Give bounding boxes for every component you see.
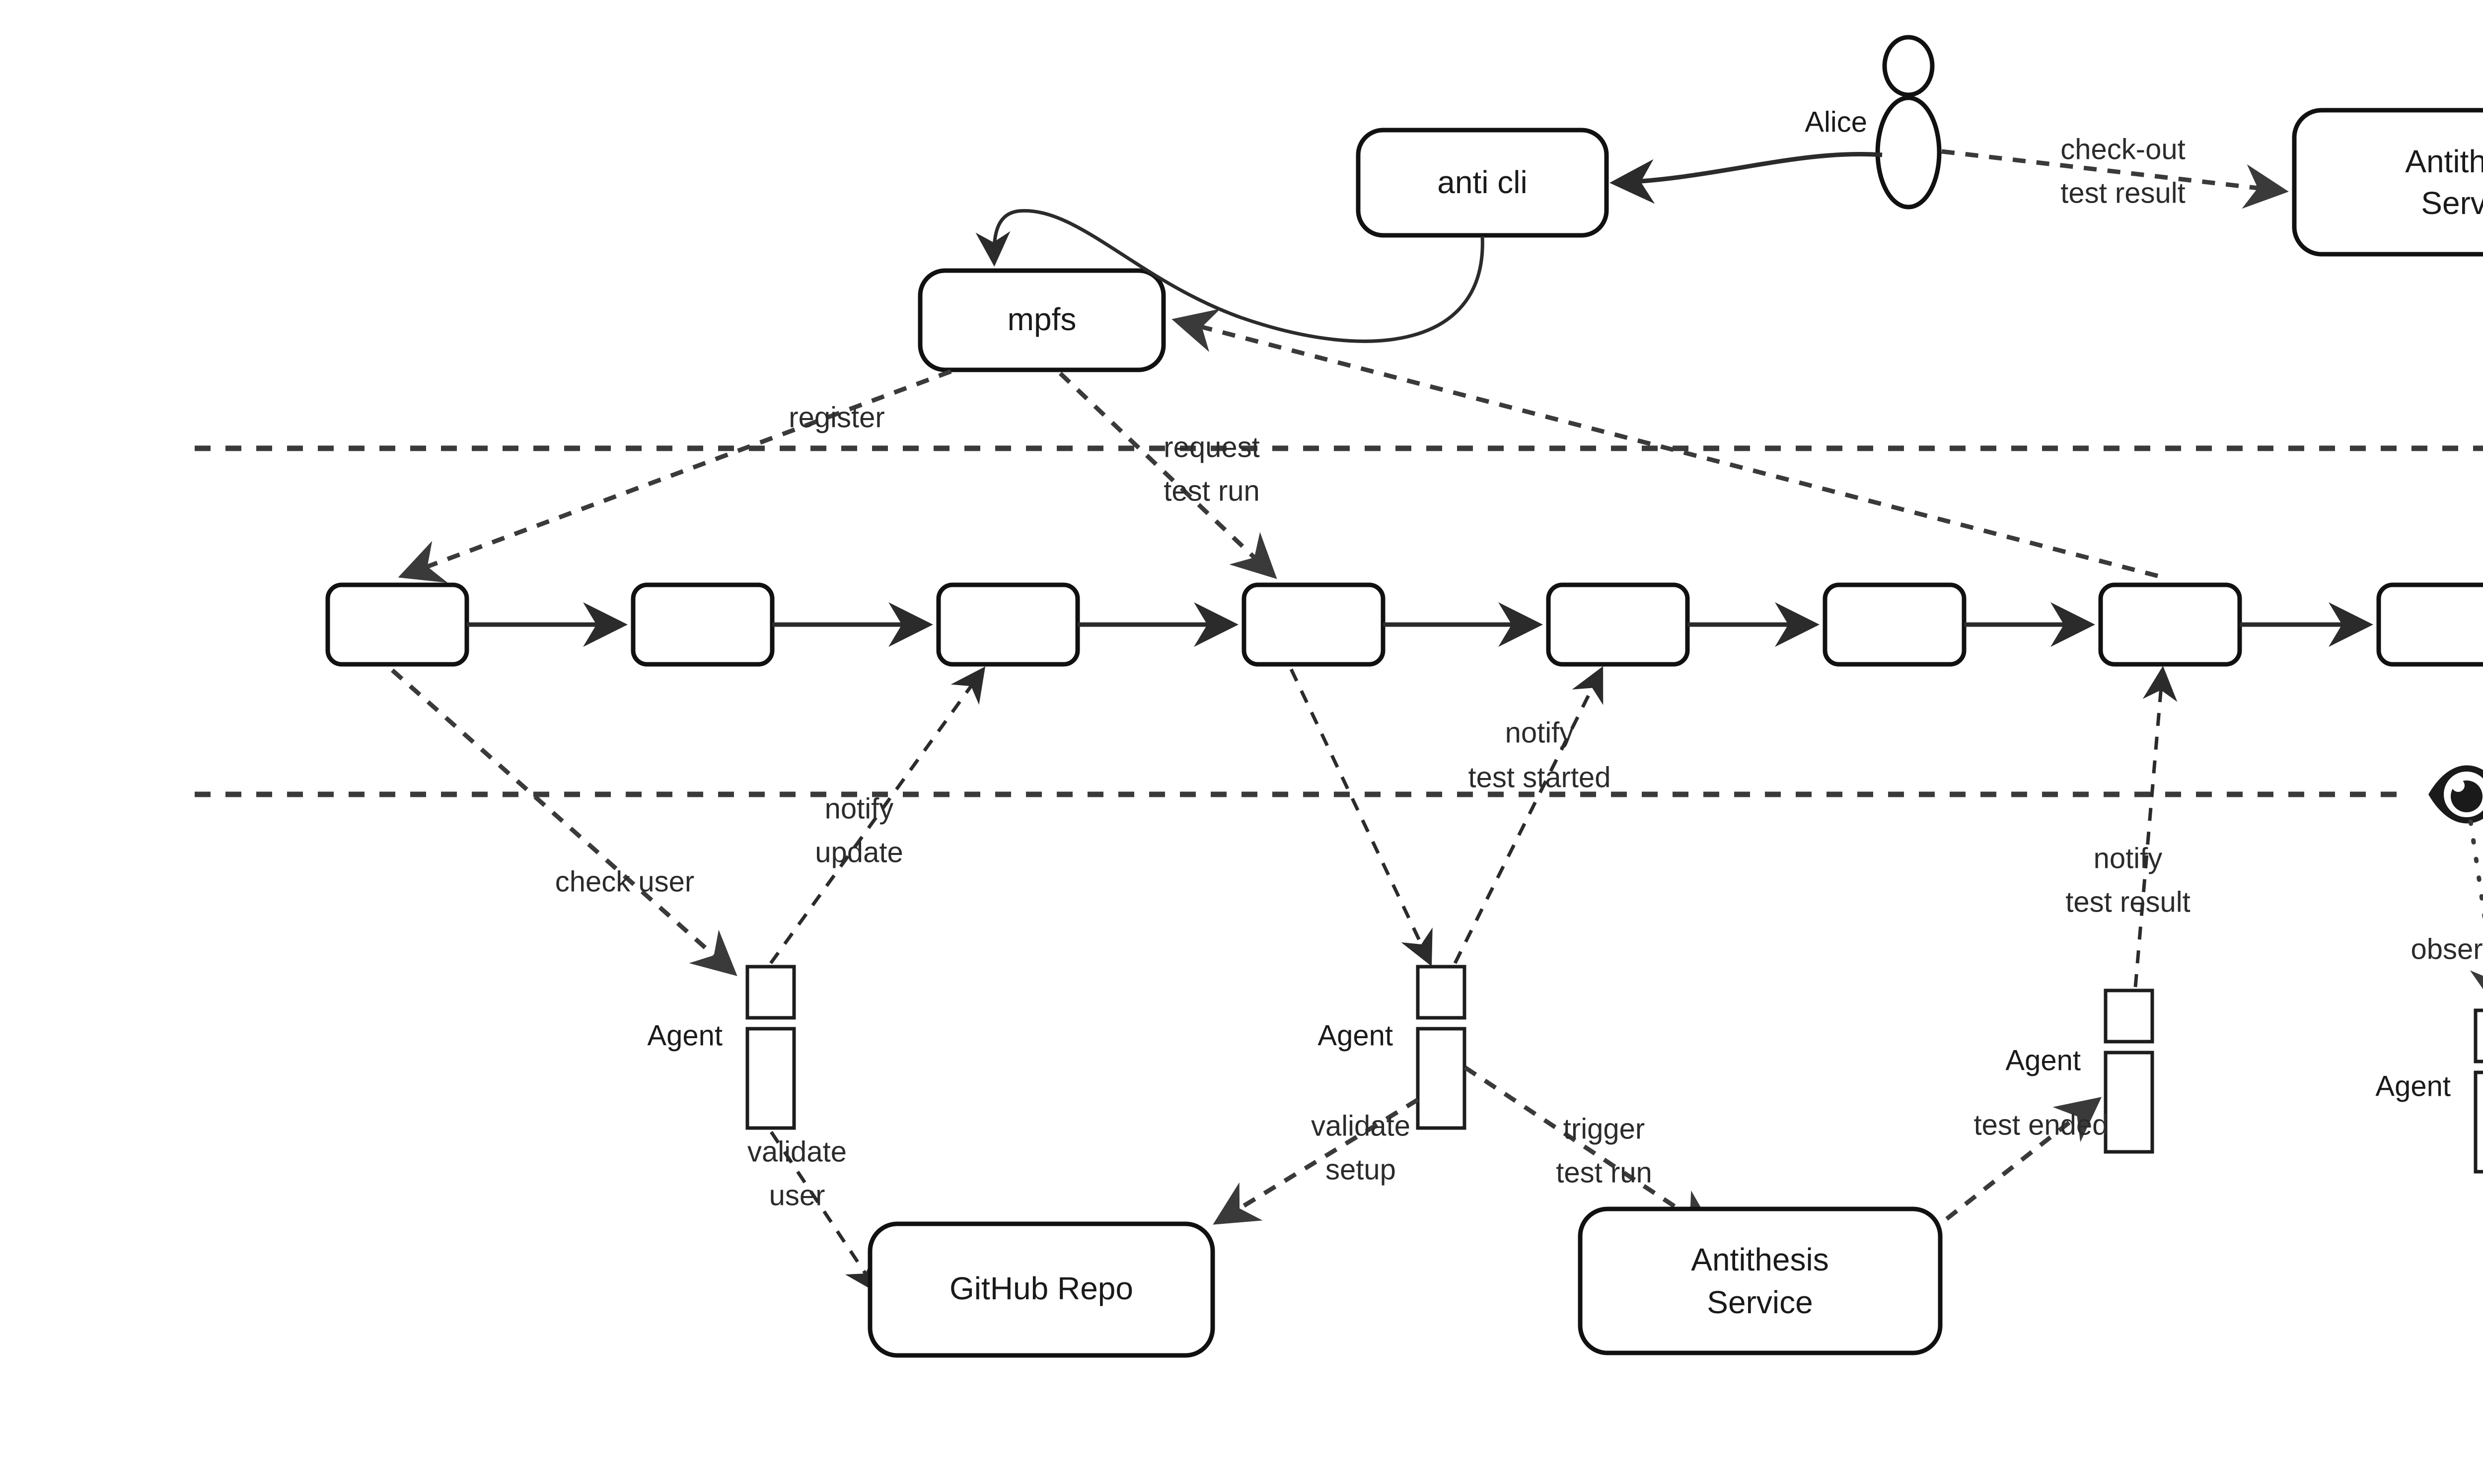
edge-label-check-out: check-out: [2060, 133, 2185, 165]
agent-1-body: [745, 1027, 796, 1130]
block-7-box: [2098, 582, 2242, 667]
block-7[interactable]: [2098, 582, 2242, 667]
edge-block7-to-mpfs: [1171, 308, 2159, 578]
alice-body: [1875, 95, 1942, 210]
agent-3-label: Agent: [2005, 1044, 2081, 1076]
block-3[interactable]: [936, 582, 1080, 667]
edge-agent2-trigger-test-run: [1463, 1065, 1716, 1234]
edge-agent2-validate-setup: [1213, 1098, 1419, 1225]
node-mpfs[interactable]: mpfs: [918, 268, 1166, 372]
github-repo-box: [868, 1221, 1215, 1358]
edge-block1-to-agent1: [391, 668, 737, 976]
agent-4-head: [2474, 1008, 2483, 1063]
edge-label-check-user: check user: [555, 865, 694, 898]
edge-antithesis-test-ended: [1945, 1097, 2102, 1221]
block-2[interactable]: [631, 582, 775, 667]
edge-label-update-1: update: [815, 836, 903, 868]
edge-label-test-result: test result: [2060, 177, 2185, 209]
block-6[interactable]: [1823, 582, 1967, 667]
antithesis-service-top-box: [2292, 108, 2483, 257]
edge-label-request: request: [1164, 431, 1259, 463]
block-8[interactable]: [2376, 582, 2483, 667]
block-4-box: [1242, 582, 1386, 667]
edge-anticli-to-mpfs: [975, 209, 1484, 343]
edge-label-test-run-2: test run: [1556, 1156, 1652, 1189]
edge-label-notify-3: notify: [2094, 842, 2163, 874]
agent-2-body: [1416, 1027, 1466, 1130]
node-anti-cli[interactable]: anti cli: [1356, 128, 1609, 238]
node-github-repo[interactable]: GitHub Repo: [868, 1221, 1215, 1358]
agent-4-label: Agent: [2375, 1070, 2451, 1102]
antithesis-service-bottom-line1: Antithesis: [1691, 1242, 1828, 1277]
agent-2-head: [1416, 965, 1466, 1020]
eye-glint: [2452, 779, 2465, 792]
edge-label-notify-1: notify: [825, 792, 894, 825]
block-6-box: [1823, 582, 1967, 667]
actor-label-alice: Alice: [1805, 106, 1867, 138]
edge-label-register: register: [789, 401, 884, 433]
mpfs-box: [918, 268, 1166, 372]
node-antithesis-service-bottom[interactable]: Antithesis Service: [1578, 1206, 1943, 1355]
edge-agent2-notify-test-started: [1453, 666, 1604, 964]
block-1[interactable]: [325, 582, 469, 667]
agent-2[interactable]: [1416, 965, 1466, 1130]
edge-label-test-started: test started: [1468, 761, 1611, 793]
agent-3-body: [2104, 1051, 2154, 1154]
edge-label-trigger: trigger: [1563, 1113, 1645, 1145]
agent-3-head: [2104, 989, 2154, 1044]
block-2-box: [631, 582, 775, 667]
edge-label-test-run: test run: [1164, 475, 1259, 507]
agent-4-body: [2474, 1070, 2483, 1174]
edge-agent1-validate-user: [770, 1131, 879, 1294]
block-5[interactable]: [1546, 582, 1690, 667]
actor-alice[interactable]: [1875, 35, 1942, 210]
edge-label-setup: setup: [1325, 1153, 1396, 1186]
block-5-box: [1546, 582, 1690, 667]
antithesis-service-bottom-line2: Service: [1707, 1284, 1813, 1320]
edge-eye-to-agent4: [2468, 819, 2483, 1011]
edge-mpfs-register: [398, 369, 952, 583]
edge-block4-to-agent2: [1289, 668, 1433, 967]
agent-3[interactable]: [2104, 989, 2154, 1154]
agent-1-head: [745, 965, 796, 1020]
agent-2-label: Agent: [1317, 1019, 1393, 1052]
agent-4[interactable]: [2474, 1008, 2483, 1174]
edge-label-user: user: [769, 1179, 825, 1211]
block-1-box: [325, 582, 469, 667]
node-antithesis-service-top[interactable]: Antithesis Service: [2292, 108, 2483, 257]
edge-label-observe-chain: observe chain: [2410, 933, 2483, 965]
edge-alice-to-antithesis: [1941, 149, 2289, 209]
agent-1-label: Agent: [647, 1019, 723, 1052]
block-4[interactable]: [1242, 582, 1386, 667]
eye-icon: [2428, 765, 2483, 824]
anti-cli-label: anti cli: [1437, 164, 1527, 200]
alice-head: [1882, 35, 1935, 97]
blockchain-row: [325, 582, 2483, 667]
edge-label-validate-2: validate: [1311, 1110, 1410, 1142]
edge-label-test-result-2: test result: [2065, 886, 2190, 918]
agent-1[interactable]: [745, 965, 796, 1130]
antithesis-service-bottom-box: [1578, 1206, 1943, 1355]
block-8-box: [2376, 582, 2483, 667]
edge-mpfs-request-test-run: [1058, 371, 1277, 579]
edge-agent1-notify-update: [769, 666, 986, 965]
edge-label-test-ended: test ended: [1974, 1109, 2109, 1141]
edge-alice-to-anticli: [1609, 151, 1883, 204]
antithesis-service-top-line2: Service: [2421, 185, 2483, 221]
block-3-box: [936, 582, 1080, 667]
edge-agent3-notify-test-result: [2133, 666, 2178, 988]
antithesis-service-top-line1: Antithesis: [2405, 143, 2483, 179]
edge-label-notify-2: notify: [1505, 716, 1574, 749]
anti-cli-box: [1356, 128, 1609, 238]
edge-label-validate-1: validate: [747, 1135, 847, 1168]
github-repo-label: GitHub Repo: [949, 1271, 1133, 1306]
mpfs-label: mpfs: [1008, 301, 1077, 337]
